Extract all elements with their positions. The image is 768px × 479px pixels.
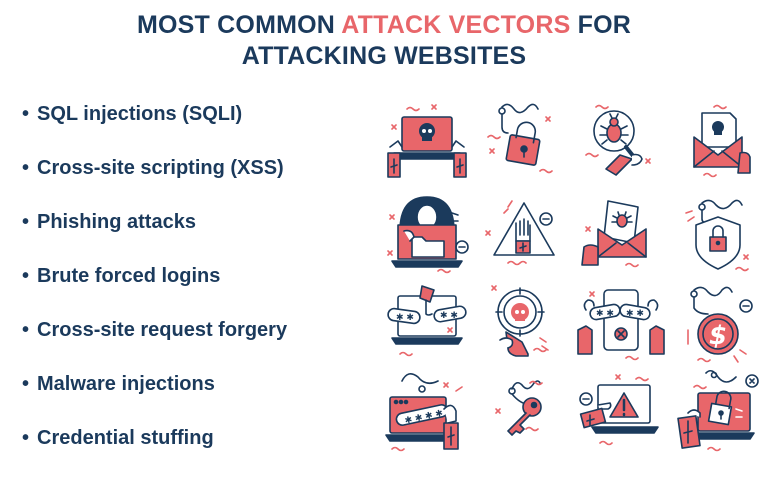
list-item: •Brute forced logins <box>22 265 221 287</box>
svg-text:$: $ <box>709 321 727 351</box>
svg-text:✱ ✱: ✱ ✱ <box>596 309 614 319</box>
list-item: •Phishing attacks <box>22 211 196 233</box>
bullet-icon: • <box>22 319 30 341</box>
hacker-folder-icon <box>382 191 472 279</box>
bullet-icon: • <box>22 211 30 233</box>
phishing-shield-lock-icon <box>674 191 764 279</box>
title-line-1: MOST COMMON ATTACK VECTORS FOR <box>137 11 631 39</box>
svg-text:✱ ✱: ✱ ✱ <box>440 311 458 321</box>
laptop-skull-icon <box>382 97 472 185</box>
laptop-phishing-password-icon: ✱ ✱ ✱ ✱ <box>382 369 472 457</box>
laptop-password-icon: ✱ ✱ ✱ ✱ <box>382 280 472 368</box>
page-title: MOST COMMON ATTACK VECTORS FOR ATTACKING… <box>0 10 768 72</box>
laptop-phishing-lock-icon <box>674 369 764 457</box>
bullet-icon: • <box>22 265 30 287</box>
phishing-key-icon <box>478 369 568 457</box>
list-item: •Cross-site request forgery <box>22 319 288 341</box>
bullet-icon: • <box>22 103 30 125</box>
list-item: •SQL injections (SQLI) <box>22 103 243 125</box>
target-skull-icon <box>478 280 568 368</box>
bullet-icon: • <box>22 427 30 449</box>
list-item: •Credential stuffing <box>22 427 214 449</box>
svg-text:✱ ✱: ✱ ✱ <box>396 313 414 323</box>
list-item: •Cross-site scripting (XSS) <box>22 157 284 179</box>
bullet-icon: • <box>22 373 30 395</box>
svg-text:✱ ✱: ✱ ✱ <box>626 309 644 319</box>
icon-grid: ✱ ✱ ✱ ✱ ✱ ✱ ✱ ✱ <box>382 97 768 465</box>
laptop-warning-icon <box>576 369 666 457</box>
warning-hand-icon <box>478 191 568 279</box>
envelope-skull-icon <box>674 97 764 185</box>
phone-password-icon: ✱ ✱ ✱ ✱ <box>576 280 666 368</box>
title-line-2: ATTACKING WEBSITES <box>241 42 527 70</box>
title-accent: ATTACK VECTORS <box>341 11 571 39</box>
list-item: •Malware injections <box>22 373 215 395</box>
attack-vector-list: •SQL injections (SQLI) •Cross-site scrip… <box>22 101 287 479</box>
bullet-icon: • <box>22 157 30 179</box>
envelope-bug-icon <box>576 191 666 279</box>
magnifier-bug-icon <box>576 97 666 185</box>
phishing-dollar-coin-icon: $ <box>674 280 764 368</box>
phishing-padlock-icon <box>478 97 568 185</box>
